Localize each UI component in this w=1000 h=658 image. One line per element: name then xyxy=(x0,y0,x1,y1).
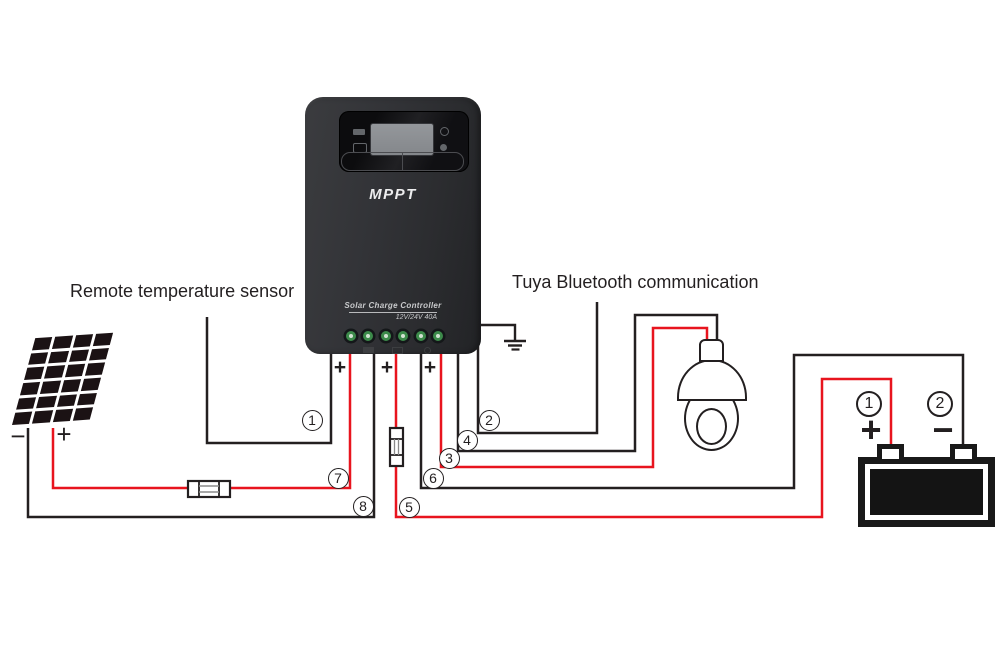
lamp-bulb-inner xyxy=(696,408,727,445)
connection-badge-2: 2 xyxy=(478,409,500,431)
terminal-load-minus xyxy=(433,331,443,341)
pv-plus-sign: + xyxy=(333,356,347,379)
branding-divider xyxy=(349,312,437,313)
controller-display-bezel xyxy=(339,111,469,172)
controller-product-name: Solar Charge Controller xyxy=(344,301,442,310)
terminal-pv-minus xyxy=(363,331,373,341)
battery-cell-fill xyxy=(870,469,983,515)
connection-badge-5: 5 xyxy=(398,496,420,518)
charge-controller: MPPT Solar Charge Controller 12V/24V 40A xyxy=(305,97,481,354)
solar-indicator-icon xyxy=(353,129,365,135)
remote-temperature-sensor-label: Remote temperature sensor xyxy=(70,281,295,301)
battery-plus-sign: + xyxy=(380,356,394,379)
controller-buttons xyxy=(341,152,464,171)
connection-badge-4: 4 xyxy=(456,429,478,451)
wire-battery-negative xyxy=(419,345,965,490)
battery-terminal-2-badge: 2 xyxy=(927,391,953,417)
terminal-battery-plus xyxy=(380,331,391,341)
bulb-terminal-icon xyxy=(424,347,431,354)
status-indicator-icon xyxy=(440,144,447,151)
wire-load-positive xyxy=(439,326,709,469)
connection-badge-6: 6 xyxy=(422,467,444,489)
connection-badge-8: 8 xyxy=(352,495,374,517)
wire-tuya-communication xyxy=(476,302,599,435)
terminal-battery-minus xyxy=(398,331,408,341)
battery-minus-sign-large: − xyxy=(932,409,954,450)
lcd-screen xyxy=(371,124,433,155)
lamp-cap xyxy=(699,339,724,362)
load-plus-sign: + xyxy=(423,356,437,379)
ground-icon xyxy=(470,323,526,351)
battery-negative-terminal xyxy=(950,444,977,459)
connection-badge-1: 1 xyxy=(301,409,323,431)
terminal-pv-plus xyxy=(345,331,356,341)
solar-plus-sign: + xyxy=(56,419,72,449)
tuya-bluetooth-label: Tuya Bluetooth communication xyxy=(512,272,759,292)
connection-badge-3: 3 xyxy=(438,447,460,469)
mppt-logo: MPPT xyxy=(369,186,417,203)
panel-terminal-icon xyxy=(363,347,374,353)
bulb-indicator-icon xyxy=(440,127,449,136)
controller-button-left[interactable] xyxy=(342,153,403,170)
controller-rating: 12V/24V 40A xyxy=(395,314,437,321)
terminal-load-plus xyxy=(415,331,426,341)
wire-solar-negative xyxy=(26,345,376,519)
wire-load-negative xyxy=(456,313,719,453)
fuse-battery-icon xyxy=(388,426,405,468)
controller-branding: Solar Charge Controller 12V/24V 40A xyxy=(305,301,481,321)
battery-terminal-1-badge: 1 xyxy=(856,391,882,417)
battery-plus-sign-large: + xyxy=(860,409,882,450)
controller-button-right[interactable] xyxy=(403,153,463,170)
fuse-solar-icon xyxy=(186,479,232,499)
wire-battery-positive xyxy=(394,345,893,519)
battery-positive-terminal xyxy=(877,444,904,459)
wire-temperature-sensor xyxy=(205,317,333,445)
battery xyxy=(858,457,995,527)
battery-terminal-icon xyxy=(392,347,403,354)
solar-minus-sign: − xyxy=(10,421,26,451)
connection-badge-7: 7 xyxy=(327,467,349,489)
